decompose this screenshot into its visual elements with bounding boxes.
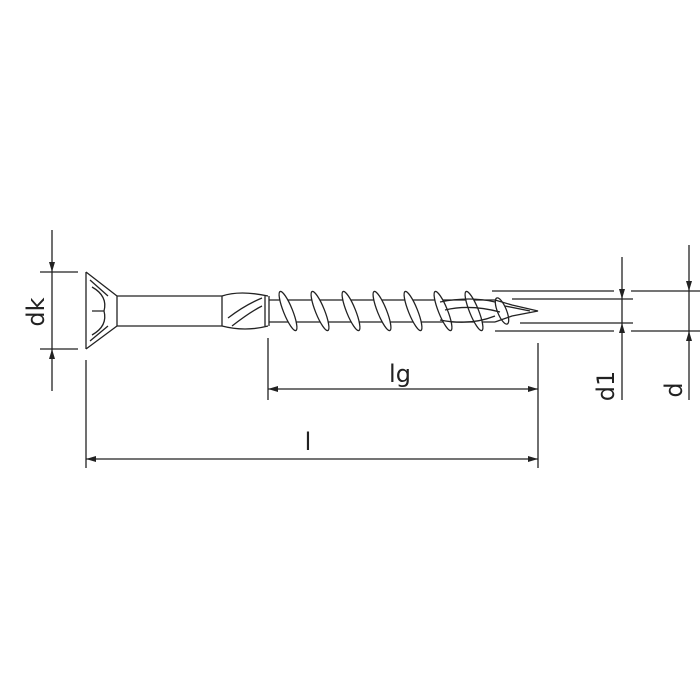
thread-flight <box>494 297 510 325</box>
thread-flight <box>433 290 453 332</box>
screw-head <box>85 271 118 350</box>
dimension-d: d <box>492 245 700 400</box>
thread-flight <box>464 290 484 332</box>
screw-tip <box>494 299 539 323</box>
cutter-section <box>221 292 270 330</box>
screw-shank <box>117 295 223 327</box>
dimension-dk: dk <box>22 230 78 391</box>
thread-flight <box>341 290 361 332</box>
d1-label: d1 <box>592 371 620 402</box>
thread-flight <box>310 290 330 332</box>
dimension-lg: lg <box>267 338 539 468</box>
dimension-d1: d1 <box>512 257 633 401</box>
thread-flight <box>403 290 423 332</box>
l-label: l <box>305 428 312 456</box>
dimension-l: l <box>85 360 538 468</box>
d-label: d <box>660 382 688 397</box>
screw <box>85 271 539 350</box>
thread-flight <box>372 290 392 332</box>
lg-label: lg <box>389 360 411 388</box>
threaded-section <box>269 290 510 332</box>
thread-flight <box>278 290 298 332</box>
dk-label: dk <box>22 297 50 326</box>
